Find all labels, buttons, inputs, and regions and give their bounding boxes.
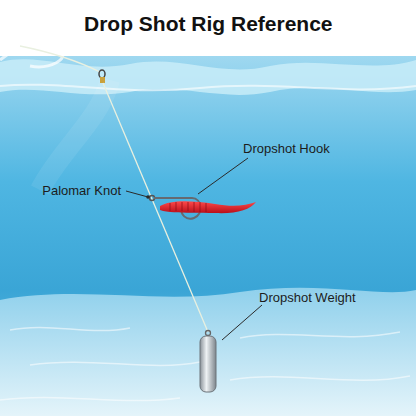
- swivel-ring: [99, 70, 105, 78]
- sea-floor: [0, 288, 416, 416]
- worm-rings: [170, 202, 206, 212]
- ring: [176, 202, 177, 211]
- leader-line: [222, 305, 262, 340]
- ring: [188, 202, 189, 211]
- surface-highlight: [0, 85, 416, 91]
- ripple: [10, 327, 130, 330]
- swivel: [99, 70, 105, 83]
- white-band: [0, 0, 416, 56]
- dropshot-weight: [200, 331, 216, 393]
- sand-ripples: [0, 327, 410, 400]
- ring: [206, 203, 207, 212]
- weight-clip: [206, 331, 211, 336]
- callout-label: Palomar Knot: [39, 182, 124, 199]
- ripple: [30, 362, 200, 365]
- leader-line: [126, 191, 148, 197]
- ripple: [0, 397, 180, 400]
- diagram-title: Drop Shot Rig Reference: [84, 12, 333, 36]
- callout-label: Dropshot Hook: [240, 140, 333, 157]
- leader-lines: [126, 158, 262, 340]
- worm-body: [160, 201, 256, 213]
- weight-body: [200, 336, 216, 392]
- leader-dot: [146, 195, 150, 199]
- ring: [194, 202, 195, 212]
- ring: [200, 202, 201, 212]
- swivel-barrel: [100, 77, 105, 83]
- soft-plastic-worm: [160, 201, 256, 213]
- leader-line: [198, 158, 248, 194]
- water-surface: [0, 59, 416, 95]
- ring: [170, 203, 171, 211]
- callout-label: Dropshot Weight: [256, 289, 359, 306]
- light-ray: [40, 80, 110, 190]
- fishing-line: [20, 46, 100, 72]
- ring: [182, 202, 183, 211]
- hook-eye: [150, 196, 155, 201]
- ripple: [240, 332, 400, 338]
- water: [0, 56, 416, 416]
- ripple: [230, 376, 410, 380]
